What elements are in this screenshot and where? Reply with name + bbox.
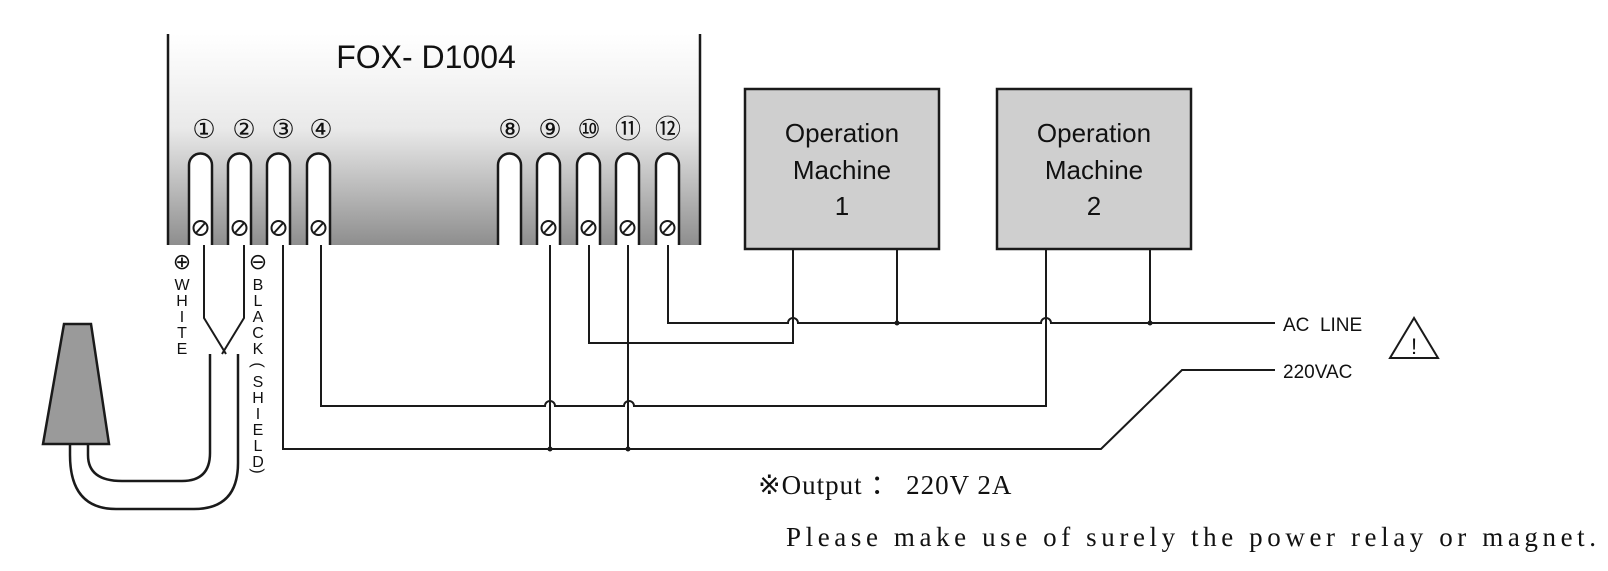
output-rating-note: ※Output ： 220V 2A <box>758 470 1012 500</box>
black-label-letter: B <box>253 277 264 294</box>
sensor-probe-tip <box>41 322 111 446</box>
screw-icon <box>619 220 636 236</box>
black-label-letter: C <box>252 325 264 342</box>
screw-icon <box>310 220 327 236</box>
terminal-slot-4 <box>305 152 332 245</box>
screw-icon <box>270 220 287 236</box>
terminal-slot-1 <box>187 152 214 245</box>
terminal-slot-8 <box>496 152 523 245</box>
junction-dots <box>547 320 1153 452</box>
terminal-label-3: ③ <box>271 115 294 144</box>
warning-icon: ! <box>1388 316 1440 359</box>
terminal-number-labels: ① ② ③ ④ ⑧ ⑨ ⑩ ⑪ ⑫ <box>192 115 681 144</box>
black-label-letter: D <box>252 454 264 471</box>
machine-1-label-line1: Operation <box>785 118 899 148</box>
terminal-screws <box>192 220 676 236</box>
junction-dot <box>547 446 553 452</box>
sensor-negative-label: ⊖ B L A C K ( S H I E L D ) <box>249 249 267 474</box>
wire-terminal-3-to-220vac <box>282 245 1275 450</box>
black-label-letter: L <box>254 293 263 310</box>
wire-sensor-negative <box>221 245 245 355</box>
wire-ac-line <box>667 245 1275 324</box>
ac-line-label: AC LINE <box>1283 315 1362 336</box>
terminal-label-1: ① <box>192 115 215 144</box>
controller-unit: FOX- D1004 <box>166 34 702 245</box>
sensor-positive-label: ⊕ W H I T E <box>173 249 191 358</box>
wiring <box>68 245 1275 511</box>
black-label-letter: S <box>253 374 264 391</box>
wire-terminal-10-to-machine-1 <box>588 245 794 344</box>
junction-dot <box>1147 320 1153 326</box>
screw-icon <box>192 220 209 236</box>
terminal-slot-11 <box>614 152 641 245</box>
black-label-letter: I <box>256 406 260 423</box>
white-label-letter: E <box>177 341 188 358</box>
machine-2-label-line2: Machine <box>1045 155 1143 185</box>
terminal-label-12: ⑫ <box>655 115 681 144</box>
voltage-label: 220VAC <box>1283 362 1352 383</box>
screw-icon <box>659 220 676 236</box>
terminal-slot-10 <box>575 152 602 245</box>
black-label-letter: A <box>253 309 264 326</box>
machine-2-label-line1: Operation <box>1037 118 1151 148</box>
controller-model-label: FOX- D1004 <box>336 39 516 75</box>
white-label-letter: T <box>177 325 187 342</box>
black-label-letter: ( <box>249 362 266 368</box>
positive-icon: ⊕ <box>173 249 191 274</box>
white-label-letter: I <box>180 309 184 326</box>
black-label-letter: H <box>252 390 264 407</box>
screw-icon <box>580 220 597 236</box>
white-label-letter: W <box>174 277 190 294</box>
machine-1-label-line2: Machine <box>793 155 891 185</box>
sensor-probe <box>41 322 111 446</box>
relay-advice-note: Please make use of surely the power rela… <box>786 522 1596 552</box>
negative-icon: ⊖ <box>249 249 267 274</box>
screw-icon <box>231 220 248 236</box>
machine-2-label-line3: 2 <box>1087 191 1101 221</box>
sensor-cable-inner <box>68 354 240 511</box>
machine-1-box <box>743 87 941 251</box>
terminal-label-4: ④ <box>309 115 332 144</box>
terminal-slot-12 <box>654 152 681 245</box>
wire-sensor-positive <box>203 245 227 355</box>
machine-2-box <box>995 87 1193 251</box>
black-label-letter: E <box>253 422 264 439</box>
terminal-label-10: ⑩ <box>577 115 600 144</box>
warning-icon-mark: ! <box>1411 334 1417 359</box>
screw-icon <box>540 220 557 236</box>
junction-dot <box>625 446 631 452</box>
sensor-cable <box>86 354 212 483</box>
operation-machine-1: Operation Machine 1 <box>743 87 941 251</box>
black-label-letter: K <box>253 341 264 358</box>
wire-terminal-4-to-machine-2 <box>320 245 1047 407</box>
terminal-slot-3 <box>265 152 292 245</box>
black-label-letter: L <box>254 438 263 455</box>
terminal-label-8: ⑧ <box>498 115 521 144</box>
terminal-slot-9 <box>535 152 562 245</box>
terminal-label-11: ⑪ <box>615 115 641 144</box>
machine-1-label-line3: 1 <box>835 191 849 221</box>
notes: ※Output ： 220V 2A Please make use of sur… <box>758 470 1596 552</box>
junction-dot <box>894 320 900 326</box>
white-label-letter: H <box>176 293 188 310</box>
black-label-letter: ) <box>249 468 266 473</box>
terminal-slots <box>187 152 681 245</box>
terminal-slot-2 <box>226 152 253 245</box>
power-labels: AC LINE 220VAC ! <box>1283 315 1440 383</box>
terminal-label-9: ⑨ <box>538 115 561 144</box>
terminal-label-2: ② <box>232 115 255 144</box>
operation-machine-2: Operation Machine 2 <box>995 87 1193 251</box>
